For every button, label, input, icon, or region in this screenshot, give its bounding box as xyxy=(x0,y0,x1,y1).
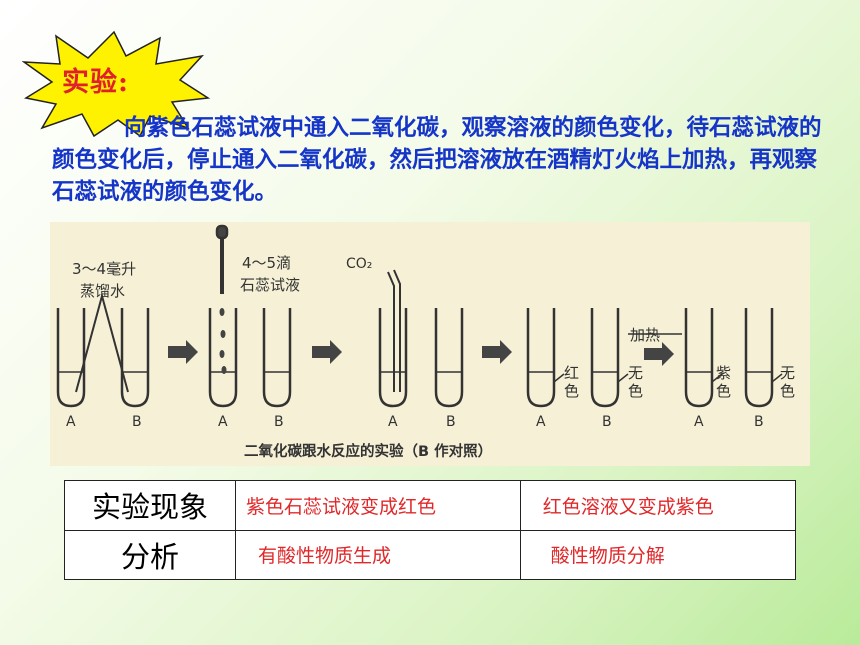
arrow-icon xyxy=(168,340,198,364)
litmus-drops-amount: 4～5滴 xyxy=(242,254,291,272)
arrow-icon xyxy=(644,342,674,366)
table-row: 实验现象 紫色石蕊试液变成红色 红色溶液又变成紫色 xyxy=(64,480,797,531)
purple-label-2: 色 xyxy=(716,382,731,400)
tube-label-b: B xyxy=(602,414,612,430)
test-tube-diagram: 3～4毫升 蒸馏水 4～5滴 石蕊试液 CO₂ 加热 红 色 无 色 紫 色 无… xyxy=(56,224,795,460)
table-row: 分析 有酸性物质生成 酸性物质分解 xyxy=(64,529,797,580)
test-tube-b-3 xyxy=(434,308,464,408)
experiment-description: 向紫色石蕊试液中通入二氧化碳，观察溶液的颜色变化，待石蕊试液的颜色变化后，停止通… xyxy=(52,115,822,205)
tube-label-b: B xyxy=(274,414,284,430)
results-table: 实验现象 紫色石蕊试液变成红色 红色溶液又变成紫色 分析 有酸性物质生成 酸性物… xyxy=(64,480,797,580)
test-tube-b-4 xyxy=(590,308,620,408)
starburst-badge-icon xyxy=(22,30,211,138)
heat-label: 加热 xyxy=(630,326,660,344)
test-tube-b-2 xyxy=(262,308,292,408)
row-header-observation: 实验现象 xyxy=(64,480,236,531)
tube-label-a: A xyxy=(694,414,704,430)
tube-label-a: A xyxy=(66,414,76,430)
tube-label-b: B xyxy=(446,414,456,430)
test-tube-b-5 xyxy=(744,308,774,408)
tube-label-a: A xyxy=(536,414,546,430)
colorless-label-2: 色 xyxy=(628,382,643,400)
colorless-label-3: 无 xyxy=(780,364,795,382)
tube-label-a: A xyxy=(218,414,228,430)
colorless-label-1: 无 xyxy=(628,364,643,382)
experiment-label: 实验: xyxy=(62,67,129,98)
experiment-figure: 3～4毫升 蒸馏水 4～5滴 石蕊试液 CO₂ 加热 红 色 无 色 紫 色 无… xyxy=(50,222,810,466)
gas-tube-icon xyxy=(387,271,395,392)
analysis-cell-1: 有酸性物质生成 xyxy=(235,529,521,580)
arrow-icon xyxy=(312,340,342,364)
tube-label-b: B xyxy=(132,414,142,430)
test-tube-a-2 xyxy=(208,308,238,408)
distilled-water-amount: 3～4毫升 xyxy=(72,260,136,278)
colorless-label-4: 色 xyxy=(780,382,795,400)
litmus-label: 石蕊试液 xyxy=(240,276,300,294)
test-tube-a-1 xyxy=(56,308,86,408)
distilled-water-label: 蒸馏水 xyxy=(80,282,125,300)
row-header-analysis: 分析 xyxy=(64,529,236,580)
test-tube-a-4 xyxy=(526,308,556,408)
analysis-cell-2: 酸性物质分解 xyxy=(519,529,797,580)
purple-label-1: 紫 xyxy=(716,364,731,382)
red-label-2: 色 xyxy=(564,382,579,400)
test-tube-a-5 xyxy=(684,308,714,408)
tube-label-b: B xyxy=(754,414,764,430)
tube-label-a: A xyxy=(388,414,398,430)
test-tube-a-3 xyxy=(378,308,408,408)
observation-cell-1: 紫色石蕊试液变成红色 xyxy=(235,480,521,531)
figure-caption: 二氧化碳跟水反应的实验（B 作对照） xyxy=(244,442,492,460)
arrow-icon xyxy=(482,340,512,364)
observation-cell-2: 红色溶液又变成紫色 xyxy=(519,480,797,531)
test-tube-b-1 xyxy=(120,308,150,408)
red-label-1: 红 xyxy=(564,364,579,382)
co2-label: CO₂ xyxy=(346,256,372,272)
dropper-icon xyxy=(215,224,229,240)
